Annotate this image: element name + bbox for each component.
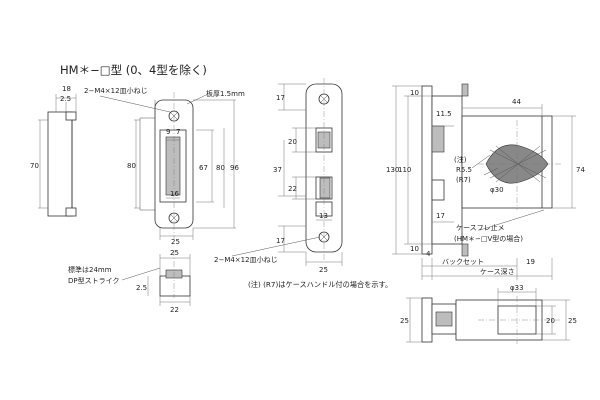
- dim-17-body: 17: [436, 212, 445, 220]
- dim-phi30: φ30: [490, 186, 504, 194]
- body-backset-area: [431, 95, 463, 245]
- note-label: (注): [454, 155, 467, 164]
- dim-11-5: 11.5: [436, 110, 452, 118]
- dim-16: 16: [170, 190, 179, 198]
- case-tab-bottom: [461, 243, 469, 257]
- dim-74: 74: [576, 166, 585, 174]
- strike-note-line1: 標準は24mm: [68, 265, 112, 274]
- latch-side: [431, 179, 445, 201]
- strike-side-tab-bottom: [65, 207, 77, 217]
- dim-70: 70: [30, 162, 39, 170]
- lock-body-view: 130 110 10 10 11.5 44 74 17 (注) R5.5 (R7…: [386, 83, 585, 280]
- faceplate-screw-leader: [231, 236, 321, 257]
- case-stop-note: (HM＊−□V型の場合): [454, 234, 523, 243]
- strike-thickness-leader: [186, 94, 207, 105]
- strike-front-view: 2−M4×12皿小ねじ 板厚1.5mm 80 67 80 96 9 7 16 2…: [84, 86, 245, 246]
- dim-7: 7: [176, 128, 180, 136]
- dim-18: 18: [62, 85, 71, 93]
- strike-screw-leader: [99, 95, 171, 113]
- dim-10-bottom: 10: [410, 245, 419, 253]
- dim-25-strike: 25: [171, 238, 180, 246]
- dim-80-left: 80: [127, 162, 136, 170]
- dim-r5-5: R5.5: [456, 166, 472, 174]
- strike-dp-view: 標準は24mm DP型ストライク 25 2.5 22: [68, 249, 191, 314]
- dim-96: 96: [230, 164, 239, 172]
- dim-80-right: 80: [216, 164, 225, 172]
- strike-note-line2: DP型ストライク: [68, 276, 119, 285]
- dim-22: 22: [170, 306, 179, 314]
- dim-25-bottom-right: 25: [568, 317, 577, 325]
- case-stop-leader: [479, 209, 545, 231]
- strike-lip: [139, 117, 155, 211]
- dim-25-bottom-left: 25: [400, 317, 409, 325]
- dim-r7: (R7): [456, 176, 471, 184]
- faceplate-view: 17 20 37 22 13 17 25 2−M4×12皿小ねじ: [214, 78, 343, 274]
- body-front-plate: [421, 85, 433, 255]
- dim-130: 130: [386, 166, 399, 174]
- dim-22-latch: 22: [288, 185, 297, 193]
- strike-thickness-label: 板厚1.5mm: [206, 89, 245, 98]
- dim-10-top: 10: [410, 89, 419, 97]
- strike-dp-body: [159, 275, 191, 297]
- backset-label: バックセット: [442, 258, 484, 266]
- case-depth-label: ケース深さ: [480, 267, 515, 276]
- deadbolt-side: [431, 125, 445, 153]
- dim-25-dp-top: 25: [170, 249, 179, 257]
- faceplate-screw-label: 2−M4×12皿小ねじ: [214, 255, 278, 264]
- drawing-title: HM＊−□型 (0、4型を除く): [60, 63, 207, 77]
- dim-110: 110: [398, 166, 411, 174]
- dim-37: 37: [273, 166, 282, 174]
- dim-2-5: 2.5: [60, 95, 71, 103]
- dim-25-faceplate: 25: [319, 266, 328, 274]
- bottom-front-plate: [421, 297, 433, 343]
- lock-body-bottom-view: φ33 25 20 25: [400, 284, 577, 344]
- bottom-bolt: [435, 311, 453, 327]
- strike-latch-pocket: [165, 136, 181, 196]
- dim-20-bottom: 20: [546, 317, 555, 325]
- dim-phi33: φ33: [510, 284, 524, 292]
- dim-9: 9: [166, 128, 170, 136]
- dim-67: 67: [199, 164, 208, 172]
- dim-13: 13: [319, 212, 328, 220]
- latch-bolt: [319, 177, 331, 199]
- strike-side-view: 18 2.5 70: [30, 85, 77, 217]
- footnote: (注) (R7)はケースハンドル付の場合を示す。: [248, 280, 392, 289]
- dim-4: 4: [426, 250, 431, 258]
- case-tab-top: [461, 83, 469, 97]
- dim-19: 19: [526, 258, 535, 266]
- dim-20-bolt: 20: [288, 138, 297, 146]
- dim-17-top: 17: [276, 94, 285, 102]
- dim-17-bottom: 17: [276, 237, 285, 245]
- strike-side-body: [47, 111, 73, 217]
- strike-side-tab-top: [65, 111, 77, 121]
- case-stop-label: ケースフレ止メ: [456, 223, 505, 232]
- dim-44: 44: [512, 98, 521, 106]
- strike-screw-label: 2−M4×12皿小ねじ: [84, 86, 148, 95]
- dim-2-5-dp: 2.5: [136, 284, 147, 292]
